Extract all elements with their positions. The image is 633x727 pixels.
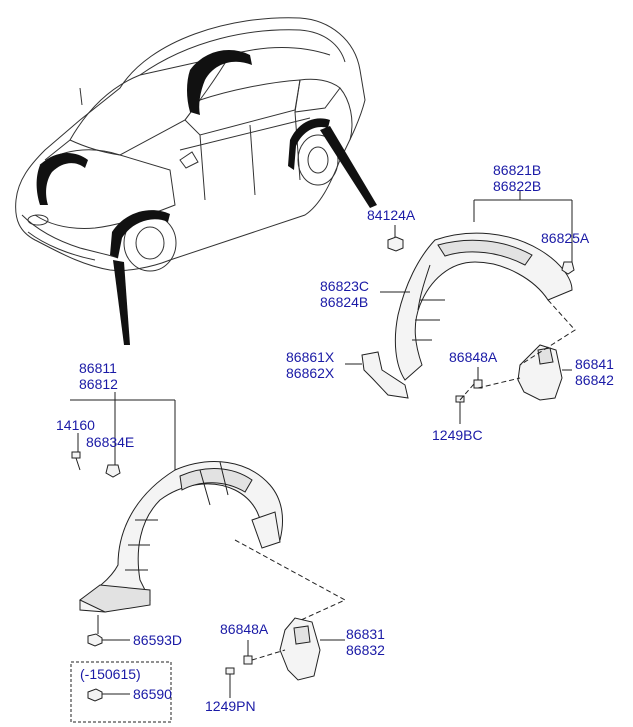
label-14160[interactable]: 14160 xyxy=(56,417,95,433)
label-86848A-front[interactable]: 86848A xyxy=(220,621,269,637)
screw-14160[interactable] xyxy=(71,451,81,459)
bracket-86861X[interactable] xyxy=(361,351,409,399)
variant-box xyxy=(70,661,172,723)
label-86862X[interactable]: 86862X xyxy=(286,365,335,381)
label-86831[interactable]: 86831 xyxy=(346,626,385,642)
fastener-86593D[interactable] xyxy=(87,633,103,647)
rear-wheel-guard-group xyxy=(345,190,576,424)
label-86832[interactable]: 86832 xyxy=(346,642,385,658)
label-86821B[interactable]: 86821B xyxy=(493,162,541,178)
clip-86825A[interactable] xyxy=(561,261,575,275)
label-84124A[interactable]: 84124A xyxy=(367,207,416,223)
front-wheel-guard-group xyxy=(70,392,347,723)
label-150615: (-150615) xyxy=(80,666,141,682)
label-86825A[interactable]: 86825A xyxy=(541,230,590,246)
front-wheel-guard[interactable] xyxy=(79,461,283,613)
screw-86848A-front[interactable] xyxy=(243,655,253,665)
label-86842[interactable]: 86842 xyxy=(575,372,614,388)
screw-86848A-rear[interactable] xyxy=(473,379,483,389)
label-86834E[interactable]: 86834E xyxy=(86,434,134,450)
front-mud-guard[interactable] xyxy=(279,617,321,681)
bolt-1249PN[interactable] xyxy=(225,667,235,675)
part-labels: 86821B 86822B 84124A 86825A 86823C 86824… xyxy=(56,162,614,714)
label-86812[interactable]: 86812 xyxy=(79,376,118,392)
clip-86834E[interactable] xyxy=(105,464,121,478)
label-86590[interactable]: 86590 xyxy=(133,686,172,702)
label-1249PN[interactable]: 1249PN xyxy=(205,698,256,714)
label-86822B[interactable]: 86822B xyxy=(493,178,541,194)
label-86824B[interactable]: 86824B xyxy=(320,294,368,310)
label-86841[interactable]: 86841 xyxy=(575,356,614,372)
label-86848A-rear[interactable]: 86848A xyxy=(449,349,498,365)
rear-wheel-guard[interactable] xyxy=(394,232,573,381)
label-86811[interactable]: 86811 xyxy=(79,360,117,376)
nut-84124A[interactable] xyxy=(387,236,404,252)
label-86823C[interactable]: 86823C xyxy=(320,278,369,294)
label-86593D[interactable]: 86593D xyxy=(133,632,182,648)
car-illustration xyxy=(15,17,377,345)
label-86861X[interactable]: 86861X xyxy=(286,349,335,365)
label-1249BC[interactable]: 1249BC xyxy=(432,427,483,443)
clip-86590[interactable] xyxy=(87,688,103,702)
